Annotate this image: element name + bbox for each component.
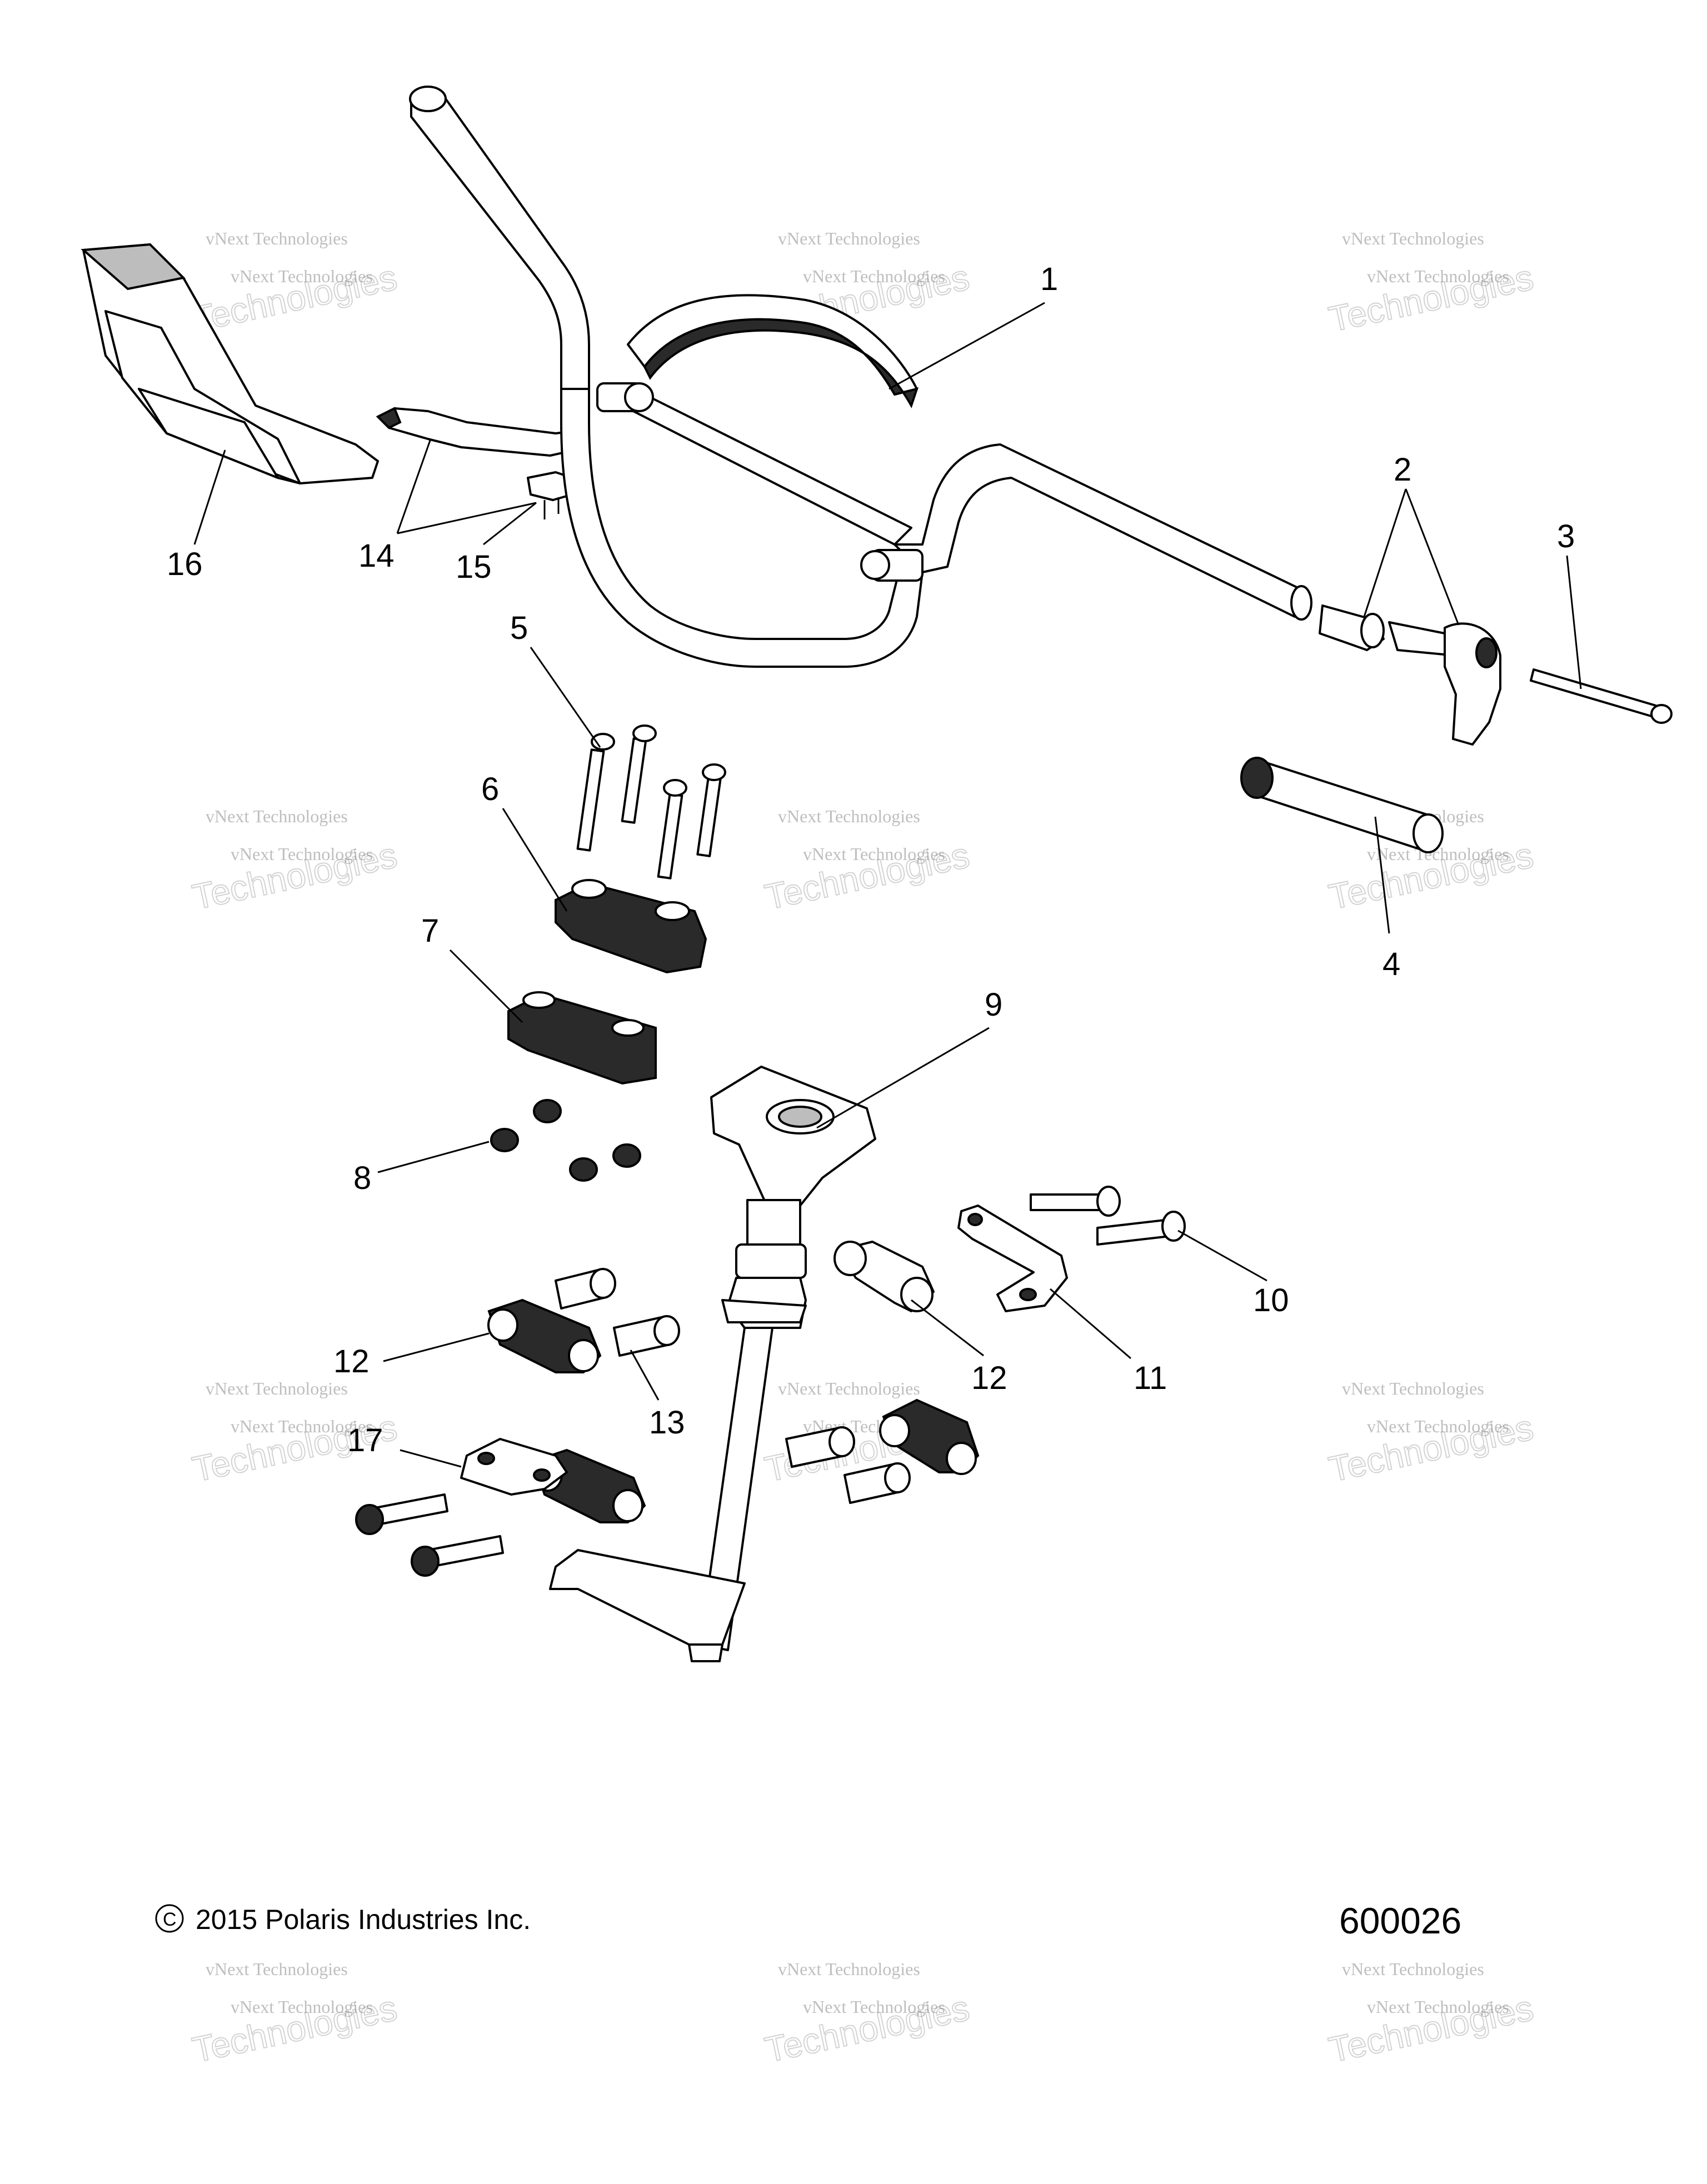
svg-text:vNext Technologies: vNext Technologies — [803, 266, 945, 286]
callout-label: 3 — [1557, 518, 1575, 554]
clamp-part — [487, 1298, 602, 1373]
bracket-part — [957, 1205, 1068, 1312]
copyright-symbol: C — [163, 1909, 177, 1930]
callout-label: 6 — [481, 771, 499, 807]
watermark: Technologies vNext Technologies vNext Te… — [761, 1959, 973, 2071]
leader-lines — [193, 302, 1582, 1468]
callout-label: 16 — [167, 546, 203, 582]
callout-label: 14 — [358, 538, 395, 574]
callout-label: 9 — [985, 987, 1002, 1023]
watermark: Technologies vNext Technologies vNext Te… — [1325, 228, 1537, 340]
callout-label: 12 — [971, 1360, 1007, 1396]
callout-label: 13 — [649, 1405, 685, 1441]
callouts: 1 2 3 4 5 6 7 8 9 10 11 12 12 13 14 15 1… — [167, 261, 1575, 1458]
svg-text:vNext Technologies: vNext Technologies — [231, 1997, 373, 2017]
callout-label: 7 — [421, 913, 439, 949]
upper-clamp-part — [555, 879, 707, 974]
throttle-part — [1319, 604, 1501, 746]
callout-label: 15 — [456, 549, 492, 585]
svg-text:vNext Technologies: vNext Technologies — [778, 1959, 920, 1979]
svg-text:vNext Technologies: vNext Technologies — [1342, 228, 1484, 248]
svg-text:vNext Technologies: vNext Technologies — [1367, 1416, 1509, 1436]
svg-text:vNext Technologies: vNext Technologies — [1342, 1959, 1484, 1979]
callout-label: 17 — [347, 1422, 383, 1458]
watermark: Technologies vNext Technologies vNext Te… — [1325, 1959, 1537, 2071]
clamp-part — [833, 1241, 935, 1312]
svg-text:vNext Technologies: vNext Technologies — [778, 1378, 920, 1398]
svg-text:vNext Technologies: vNext Technologies — [803, 1997, 945, 2017]
callout-label: 12 — [333, 1343, 370, 1380]
hand-guard-part — [81, 243, 379, 484]
svg-text:vNext Technologies: vNext Technologies — [778, 806, 920, 826]
svg-text:vNext Technologies: vNext Technologies — [206, 806, 348, 826]
bolts-part — [355, 1493, 504, 1577]
copyright-text: 2015 Polaris Industries Inc. — [196, 1904, 531, 1935]
bolts-part — [576, 724, 726, 879]
svg-text:vNext Technologies: vNext Technologies — [1367, 1997, 1509, 2017]
bushings-part — [555, 1268, 911, 1504]
svg-text:vNext Technologies: vNext Technologies — [206, 1959, 348, 1979]
svg-text:vNext Technologies: vNext Technologies — [206, 228, 348, 248]
bracket-bolts-part — [1030, 1186, 1186, 1246]
figure-number: 600026 — [1339, 1900, 1461, 1941]
plate-part — [460, 1438, 568, 1496]
long-bolt-part — [1530, 668, 1673, 724]
watermark: Technologies vNext Technologies vNext Te… — [761, 806, 973, 918]
footer: C 2015 Polaris Industries Inc. 600026 — [155, 1900, 1461, 1941]
svg-text:vNext Technologies: vNext Technologies — [231, 266, 373, 286]
svg-text:vNext Technologies: vNext Technologies — [231, 1416, 373, 1436]
lower-clamp-part — [507, 991, 657, 1085]
grip-part — [1240, 757, 1444, 853]
svg-text:vNext Technologies: vNext Technologies — [206, 1378, 348, 1398]
lever-part — [376, 407, 579, 457]
callout-label: 10 — [1253, 1282, 1289, 1318]
callout-label: 1 — [1040, 261, 1058, 297]
callout-label: 4 — [1382, 946, 1400, 982]
callout-label: 2 — [1394, 452, 1411, 488]
svg-text:vNext Technologies: vNext Technologies — [1342, 1378, 1484, 1398]
watermark: Technologies vNext Technologies vNext Te… — [188, 228, 401, 340]
callout-label: 11 — [1134, 1360, 1167, 1396]
watermark: Technologies vNext Technologies vNext Te… — [1325, 1378, 1537, 1490]
callout-label: 8 — [353, 1160, 371, 1196]
svg-text:vNext Technologies: vNext Technologies — [803, 844, 945, 864]
handlebar-part — [409, 86, 1312, 668]
svg-text:vNext Technologies: vNext Technologies — [1367, 266, 1509, 286]
callout-label: 5 — [510, 610, 528, 646]
watermark: Technologies vNext Technologies vNext Te… — [188, 1959, 401, 2071]
svg-text:vNext Technologies: vNext Technologies — [231, 844, 373, 864]
clamp-part — [879, 1398, 980, 1475]
svg-text:vNext Technologies: vNext Technologies — [778, 228, 920, 248]
nuts-part — [490, 1099, 641, 1182]
steering-post-part — [549, 1066, 876, 1662]
copyright-icon — [155, 1904, 184, 1933]
watermark: Technologies vNext Technologies vNext Te… — [188, 806, 401, 918]
